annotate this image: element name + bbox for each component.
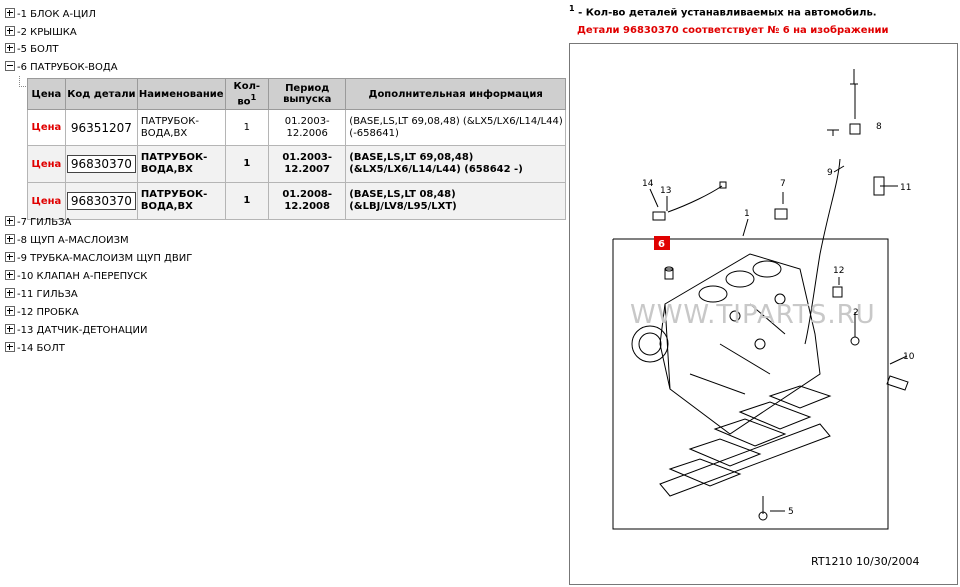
tree-item-14[interactable]: -14 БОЛТ bbox=[5, 342, 65, 356]
price-link[interactable]: Цена bbox=[27, 109, 66, 146]
callout-2: 2 bbox=[853, 308, 859, 318]
highlight-note: Детали 96830370 соответствует № 6 на изо… bbox=[577, 25, 889, 36]
callout-10: 10 bbox=[903, 352, 915, 362]
part-name: ПАТРУБОК-ВОДА,ВХ bbox=[136, 109, 226, 146]
callout-12: 12 bbox=[833, 266, 844, 276]
watermark: WWW.TIPARTS.RU bbox=[630, 300, 876, 330]
part-period: 01.2003-12.2007 bbox=[268, 145, 347, 183]
callout-5: 5 bbox=[788, 507, 794, 517]
expand-icon[interactable] bbox=[5, 306, 15, 316]
tree-item-12[interactable]: -12 ПРОБКА bbox=[5, 306, 79, 320]
tree-branch-line bbox=[19, 76, 28, 87]
callout-7: 7 bbox=[780, 179, 786, 189]
price-link[interactable]: Цена bbox=[27, 182, 66, 220]
expand-icon[interactable] bbox=[5, 324, 15, 334]
col-price: Цена bbox=[27, 78, 66, 110]
cylinder-block bbox=[664, 253, 821, 435]
callout-13: 13 bbox=[660, 186, 671, 196]
part-code-cell: 96830370 bbox=[64, 145, 138, 183]
callout-8: 8 bbox=[876, 122, 882, 132]
table-header-row: Цена Код детали Наименование Кол-во1 Пер… bbox=[27, 78, 566, 110]
callout-1: 1 bbox=[744, 209, 750, 219]
part-info: (BASE,LS,LT 69,08,48) (&LX5/LX6/L14/L44)… bbox=[345, 109, 566, 146]
price-link[interactable]: Цена bbox=[27, 145, 66, 183]
tree-item-6[interactable]: -6 ПАТРУБОК-ВОДА bbox=[5, 61, 118, 75]
inset-frame bbox=[612, 238, 889, 530]
part-code-highlight: 96830370 bbox=[66, 155, 136, 173]
part-name: ПАТРУБОК-ВОДА,ВХ bbox=[136, 145, 226, 183]
expand-icon[interactable] bbox=[5, 270, 15, 280]
expand-icon[interactable] bbox=[5, 26, 15, 36]
callout-6-highlight[interactable] bbox=[654, 236, 670, 250]
expand-icon[interactable] bbox=[5, 216, 15, 226]
tree-item-8[interactable]: -8 ЩУП А-МАСЛОИЗМ bbox=[5, 234, 129, 248]
table-row[interactable]: Цена 96830370 ПАТРУБОК-ВОДА,ВХ 1 01.2008… bbox=[27, 182, 566, 220]
part-info: (BASE,LS,LT 08,48) (&LBJ/LV8/L95/LXT) bbox=[345, 182, 566, 220]
part-code: 96351207 bbox=[64, 109, 138, 146]
part-code-highlight: 96830370 bbox=[66, 192, 136, 210]
part-qty: 1 bbox=[224, 145, 270, 183]
part-period: 01.2008-12.2008 bbox=[268, 182, 347, 220]
collapse-icon[interactable] bbox=[5, 61, 15, 71]
tree-item-1[interactable]: -1 БЛОК А-ЦИЛ bbox=[5, 8, 96, 22]
expand-icon[interactable] bbox=[5, 43, 15, 53]
part-name: ПАТРУБОК-ВОДА,ВХ bbox=[136, 182, 226, 220]
part-code-cell: 96830370 bbox=[64, 182, 138, 220]
part-period: 01.2003-12.2006 bbox=[268, 109, 347, 146]
engine-block-drawing: 14 13 7 11 8 9 1 12 2 10 5 6 bbox=[612, 69, 915, 530]
col-code: Код детали bbox=[64, 78, 138, 110]
expand-icon[interactable] bbox=[5, 234, 15, 244]
col-name: Наименование bbox=[136, 78, 226, 110]
tree-item-9[interactable]: -9 ТРУБКА-МАСЛОИЗМ ЩУП ДВИГ bbox=[5, 252, 192, 266]
parts-diagram: 14 13 7 11 8 9 1 12 2 10 5 6 WWW.TIPARTS… bbox=[569, 43, 958, 585]
callout-9: 9 bbox=[827, 168, 833, 178]
quantity-note: 1 - Кол-во деталей устанавливаемых на ав… bbox=[569, 4, 877, 19]
expand-icon[interactable] bbox=[5, 252, 15, 262]
tree-item-5[interactable]: -5 БОЛТ bbox=[5, 43, 59, 57]
expand-icon[interactable] bbox=[5, 288, 15, 298]
parts-table: Цена Код детали Наименование Кол-во1 Пер… bbox=[27, 78, 566, 220]
part-info: (BASE,LS,LT 69,08,48) (&LX5/LX6/L14/L44)… bbox=[345, 145, 566, 183]
callout-6[interactable]: 6 bbox=[658, 239, 665, 250]
tree-item-2[interactable]: -2 КРЫШКА bbox=[5, 26, 77, 40]
table-row[interactable]: Цена 96351207 ПАТРУБОК-ВОДА,ВХ 1 01.2003… bbox=[27, 109, 566, 146]
part-qty: 1 bbox=[224, 182, 270, 220]
tree-item-11[interactable]: -11 ГИЛЬЗА bbox=[5, 288, 78, 302]
col-info: Дополнительная информация bbox=[345, 78, 566, 110]
table-row[interactable]: Цена 96830370 ПАТРУБОК-ВОДА,ВХ 1 01.2003… bbox=[27, 145, 566, 183]
tree-item-13[interactable]: -13 ДАТЧИК-ДЕТОНАЦИИ bbox=[5, 324, 148, 338]
part-qty: 1 bbox=[224, 109, 270, 146]
tree-item-7[interactable]: -7 ГИЛЬЗА bbox=[5, 216, 71, 230]
callout-14: 14 bbox=[642, 179, 654, 189]
col-qty: Кол-во1 bbox=[224, 78, 270, 110]
diagram-caption: RT1210 10/30/2004 bbox=[811, 555, 920, 568]
expand-icon[interactable] bbox=[5, 342, 15, 352]
col-period: Период выпуска bbox=[268, 78, 347, 110]
tree-item-10[interactable]: -10 КЛАПАН А-ПЕРЕПУСК bbox=[5, 270, 147, 284]
callout-11: 11 bbox=[900, 183, 911, 193]
expand-icon[interactable] bbox=[5, 8, 15, 18]
